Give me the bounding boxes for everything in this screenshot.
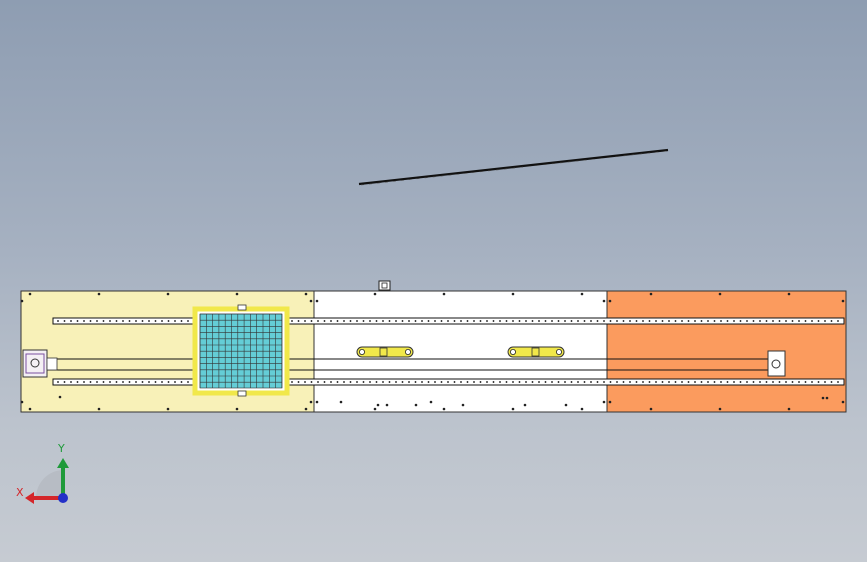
triad-y-arrow	[57, 458, 69, 468]
bolt-holes	[20, 292, 845, 411]
triad-origin-shade	[35, 470, 63, 498]
top-bracket[interactable]	[378, 280, 391, 291]
triad-z-axis	[58, 493, 68, 503]
carriage-grid	[199, 313, 283, 388]
base-plate[interactable]	[20, 290, 847, 413]
floating-rod[interactable]	[358, 148, 669, 186]
right-section	[606, 290, 847, 413]
triad-x-arrow	[25, 492, 34, 504]
axis-y-label: Y	[58, 442, 65, 455]
left-motor[interactable]	[22, 349, 58, 378]
axis-x-label: X	[16, 486, 24, 499]
coordinate-triad	[25, 458, 69, 504]
carriage[interactable]	[192, 304, 290, 397]
right-idler[interactable]	[767, 350, 786, 377]
clamp-right[interactable]	[507, 346, 565, 358]
clamp-left[interactable]	[356, 346, 414, 358]
